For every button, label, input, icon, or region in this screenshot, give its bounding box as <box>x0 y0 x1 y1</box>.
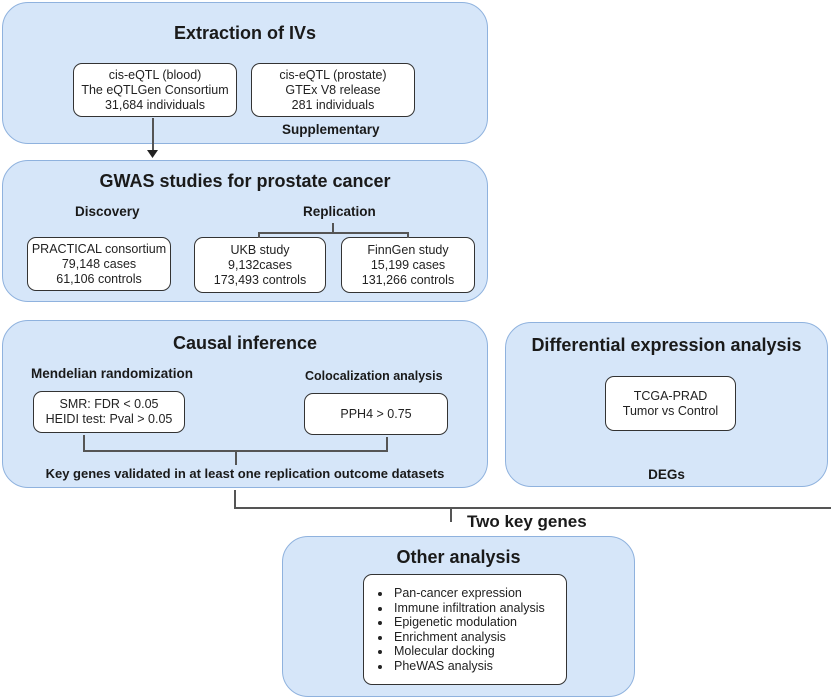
analysis-list-box: Pan-cancer expression Immune infiltratio… <box>363 574 567 685</box>
box-line: TCGA-PRAD <box>633 388 708 403</box>
box-line: 131,266 controls <box>361 272 455 287</box>
list-item: Epigenetic modulation <box>392 615 545 630</box>
two-key-genes-label: Two key genes <box>467 512 587 531</box>
causal-footer: Key genes validated in at least one repl… <box>45 466 445 481</box>
coloc-label: Colocalization analysis <box>305 369 443 383</box>
box-line: PPH4 > 0.75 <box>340 406 412 421</box>
box-line: SMR: FDR < 0.05 <box>59 397 159 411</box>
tcga-box: TCGA-PRAD Tumor vs Control <box>605 376 736 431</box>
list-item: PheWAS analysis <box>392 659 545 674</box>
connector-line <box>83 435 85 451</box>
extraction-panel: Extraction of IVs cis-eQTL (blood) The e… <box>2 2 488 144</box>
analysis-list: Pan-cancer expression Immune infiltratio… <box>370 586 545 673</box>
extraction-title: Extraction of IVs <box>173 23 317 43</box>
box-line: 61,106 controls <box>56 271 142 286</box>
connector-line <box>234 507 831 509</box>
box-line: The eQTLGen Consortium <box>81 82 229 97</box>
box-line: GTEx V8 release <box>285 82 381 97</box>
supplementary-label: Supplementary <box>282 122 380 137</box>
mr-box: SMR: FDR < 0.05 HEIDI test: Pval > 0.05 <box>33 391 185 433</box>
list-item: Pan-cancer expression <box>392 586 545 601</box>
dea-panel: Differential expression analysis TCGA-PR… <box>505 322 828 487</box>
connector-line <box>234 490 236 508</box>
connector-line <box>450 507 452 522</box>
mr-label: Mendelian randomization <box>31 366 194 381</box>
replication-label: Replication <box>303 204 376 219</box>
degs-label: DEGs <box>648 467 685 482</box>
ukb-box: UKB study 9,132cases 173,493 controls <box>194 237 326 293</box>
other-analysis-panel: Other analysis Pan-cancer expression Imm… <box>282 536 635 697</box>
box-line: PRACTICAL consortium <box>31 241 167 256</box>
box-line: cis-eQTL (blood) <box>108 67 202 82</box>
connector-line <box>407 232 409 238</box>
list-item: Molecular docking <box>392 644 545 659</box>
finngen-box: FinnGen study 15,199 cases 131,266 contr… <box>341 237 475 293</box>
connector-line <box>258 232 408 234</box>
practical-box: PRACTICAL consortium 79,148 cases 61,106… <box>27 237 171 291</box>
discovery-label: Discovery <box>75 204 140 219</box>
list-item: Immune infiltration analysis <box>392 601 545 616</box>
connector-line <box>235 450 237 465</box>
gwas-panel: GWAS studies for prostate cancer Discove… <box>2 160 488 302</box>
box-line: 31,684 individuals <box>104 97 206 112</box>
dea-title: Differential expression analysis <box>531 335 802 355</box>
box-line: 15,199 cases <box>370 257 446 272</box>
box-line: cis-eQTL (prostate) <box>279 67 387 82</box>
box-line: HEIDI test: Pval > 0.05 <box>45 412 173 426</box>
gwas-title: GWAS studies for prostate cancer <box>99 171 391 191</box>
coloc-box: PPH4 > 0.75 <box>304 393 448 435</box>
connector-line <box>258 232 260 238</box>
causal-title: Causal inference <box>172 333 318 353</box>
box-line: 281 individuals <box>291 97 375 112</box>
connector-line <box>332 223 334 233</box>
connector-line <box>386 437 388 451</box>
box-line: 79,148 cases <box>61 256 137 271</box>
box-line: FinnGen study <box>367 242 449 257</box>
arrow-down-icon <box>147 150 158 158</box>
box-line: Tumor vs Control <box>622 403 719 418</box>
list-item: Enrichment analysis <box>392 630 545 645</box>
box-line: 173,493 controls <box>213 272 307 287</box>
prostate-eqtl-box: cis-eQTL (prostate) GTEx V8 release 281 … <box>251 63 415 117</box>
causal-inference-panel: Causal inference Mendelian randomization… <box>2 320 488 488</box>
other-title: Other analysis <box>396 547 521 567</box>
connector-line <box>152 118 154 154</box>
box-line: UKB study <box>230 242 290 257</box>
blood-eqtl-box: cis-eQTL (blood) The eQTLGen Consortium … <box>73 63 237 117</box>
box-line: 9,132cases <box>228 257 292 272</box>
